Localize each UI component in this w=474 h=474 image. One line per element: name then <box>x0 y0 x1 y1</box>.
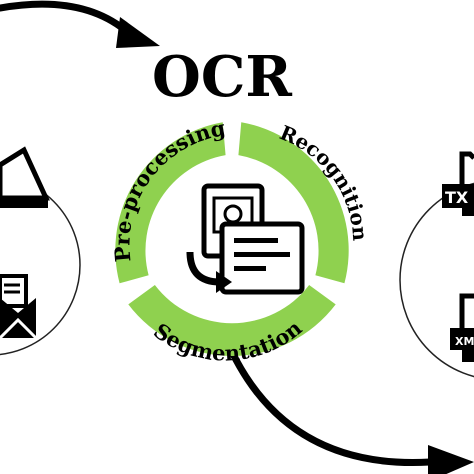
xml-file-label: XM <box>455 335 474 348</box>
scanner-icon <box>0 146 50 208</box>
ocr-cycle <box>115 122 349 356</box>
txt-file-icon: TX <box>442 151 474 216</box>
flow-arrow-out <box>228 348 474 474</box>
output-circle <box>399 182 474 378</box>
flow-arrow-in <box>0 0 160 48</box>
cycle-segment-preprocessing <box>115 122 226 284</box>
ocr-title: OCR <box>152 44 292 110</box>
txt-file-label: TX <box>445 188 469 207</box>
xml-file-icon: XM <box>450 293 474 362</box>
input-circle <box>0 174 81 356</box>
mail-envelope-icon <box>0 274 38 340</box>
cycle-segment-segmentation <box>128 285 336 356</box>
cycle-segment-recognition <box>238 122 349 284</box>
document-to-text-conversion-icon <box>186 183 305 295</box>
